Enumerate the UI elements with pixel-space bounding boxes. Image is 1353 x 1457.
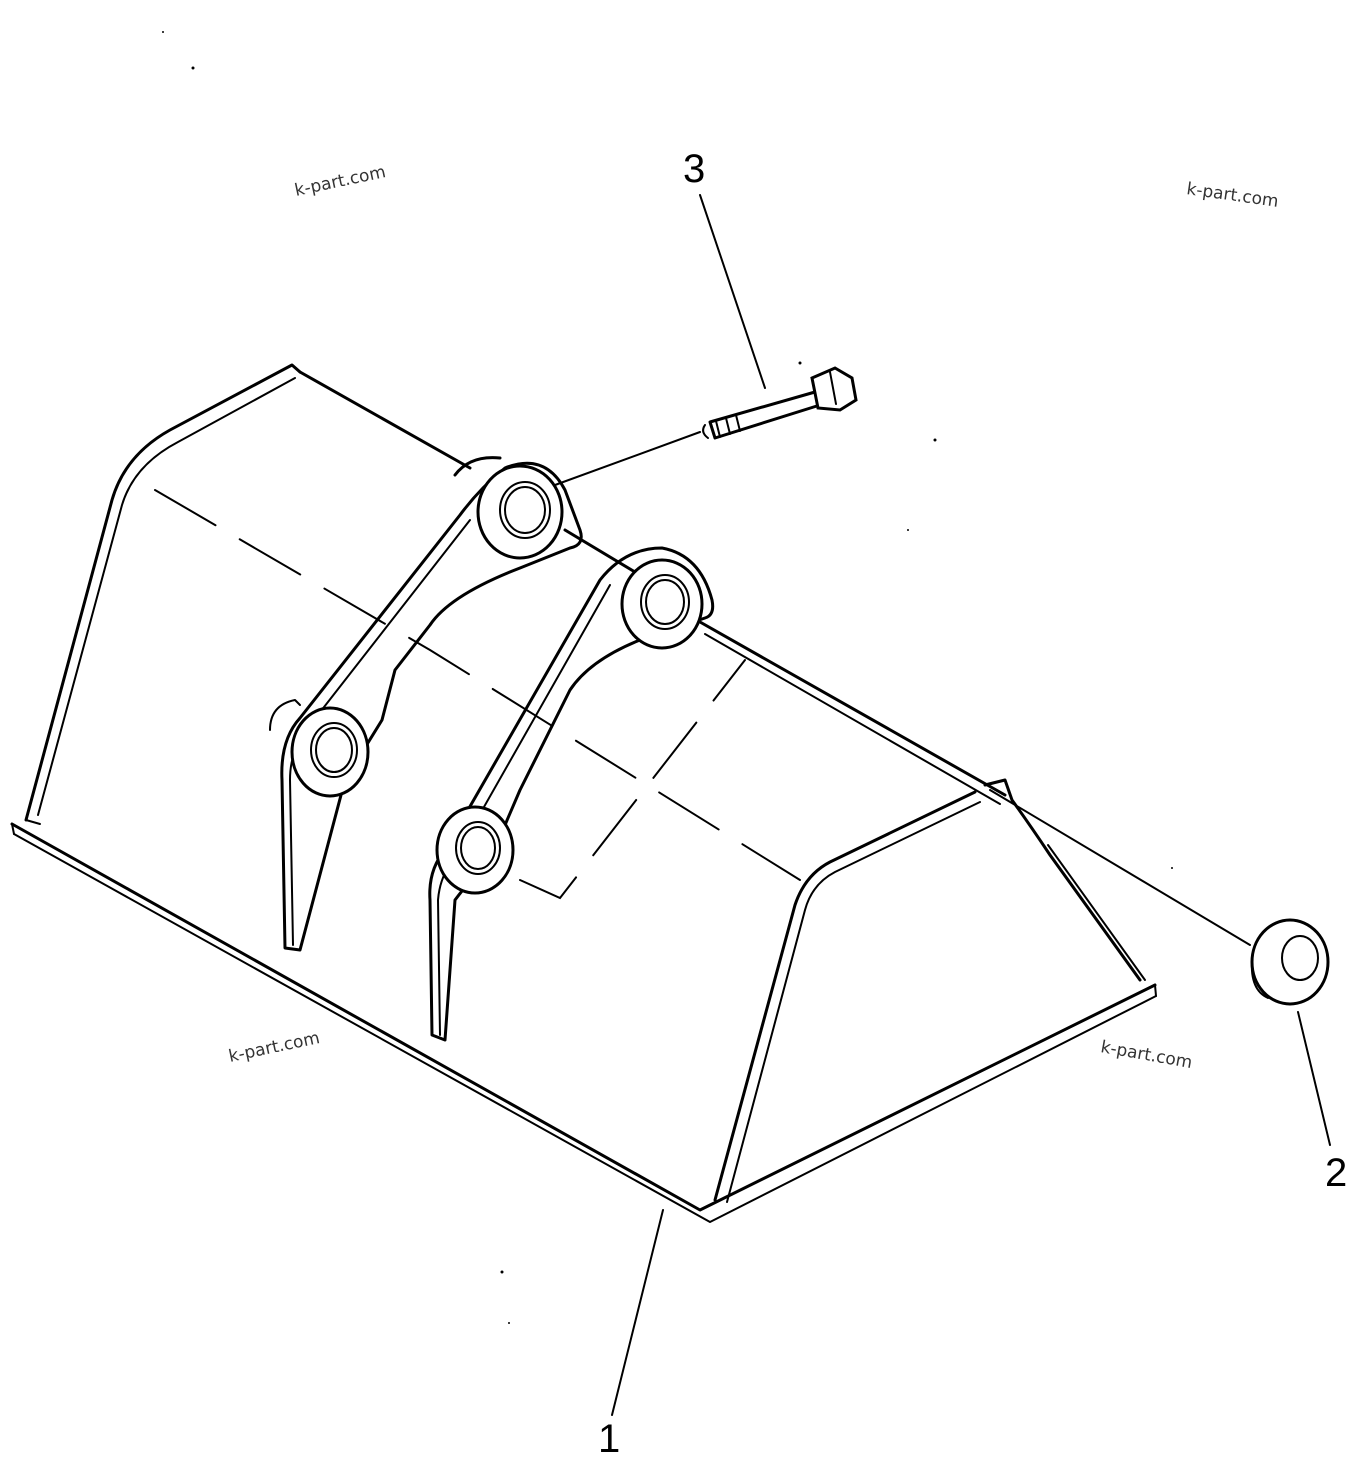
leader-line-1 <box>611 1209 664 1416</box>
pin-bosses <box>290 464 704 895</box>
leader-line-2 <box>1297 1011 1331 1146</box>
leader-lines <box>611 194 1331 1416</box>
watermark-bottom-left: k-part.com <box>227 1028 322 1067</box>
callout-2: 2 <box>1325 1151 1347 1195</box>
watermark-top-right: k-part.com <box>1185 179 1279 212</box>
callout-3: 3 <box>683 147 705 191</box>
leader-line-3 <box>699 194 766 389</box>
bolt-part-3 <box>554 366 858 486</box>
watermark-bottom-right: k-part.com <box>1099 1037 1194 1073</box>
callout-1: 1 <box>598 1417 620 1457</box>
bucket-body <box>10 363 1157 1223</box>
scan-specks <box>162 31 1173 1324</box>
washer-part-2 <box>989 789 1330 1006</box>
watermark-top-left: k-part.com <box>293 162 388 201</box>
